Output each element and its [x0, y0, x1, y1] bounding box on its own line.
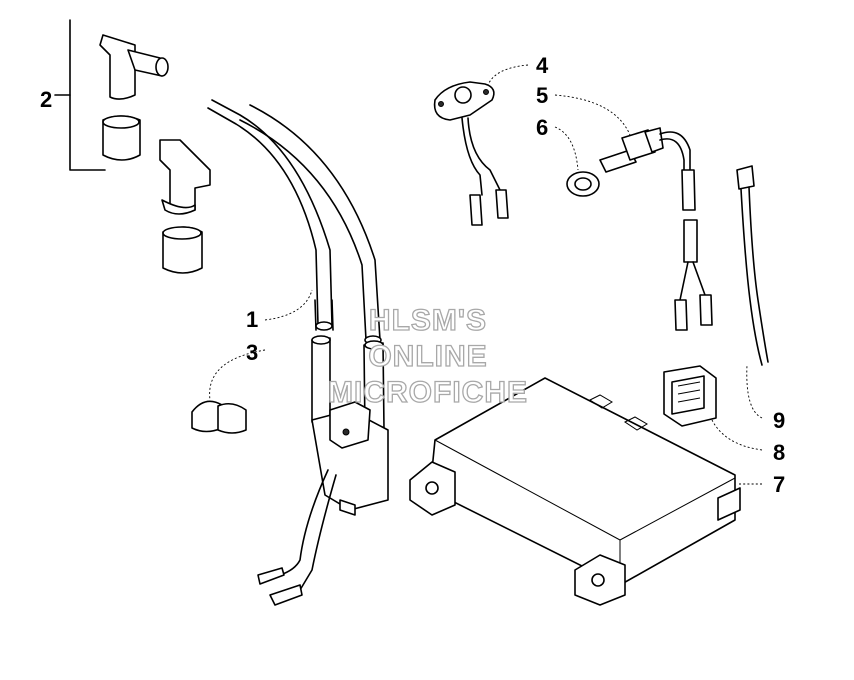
- wire-clip: [191, 400, 247, 434]
- callout-9: 9: [773, 408, 785, 433]
- callout-2: 2: [40, 87, 52, 112]
- callout-8: 8: [773, 440, 785, 465]
- connector-block: [663, 365, 717, 427]
- callout-3: 3: [246, 340, 258, 365]
- temp-sensor-bracket: [433, 81, 509, 226]
- callout-6: 6: [536, 115, 548, 140]
- spark-plug-cap-group: [54, 19, 211, 274]
- control-module: [409, 377, 741, 606]
- cable-tie: [736, 165, 769, 366]
- temperature-sensor: [599, 127, 713, 331]
- watermark-line-1: HLSM'S: [369, 304, 487, 337]
- ignition-coil: [207, 99, 389, 606]
- callout-5: 5: [536, 83, 548, 108]
- sealing-washer: [566, 171, 600, 197]
- watermark-line-3: MICROFICHE: [328, 376, 528, 409]
- callout-1: 1: [246, 307, 258, 332]
- watermark-line-2: ONLINE: [368, 340, 487, 373]
- callout-7: 7: [773, 472, 785, 497]
- leader-lines: [209, 64, 763, 485]
- callout-4: 4: [536, 53, 549, 78]
- bracket-line: [69, 19, 106, 171]
- watermark: HLSM'S ONLINE MICROFICHE: [327, 303, 528, 409]
